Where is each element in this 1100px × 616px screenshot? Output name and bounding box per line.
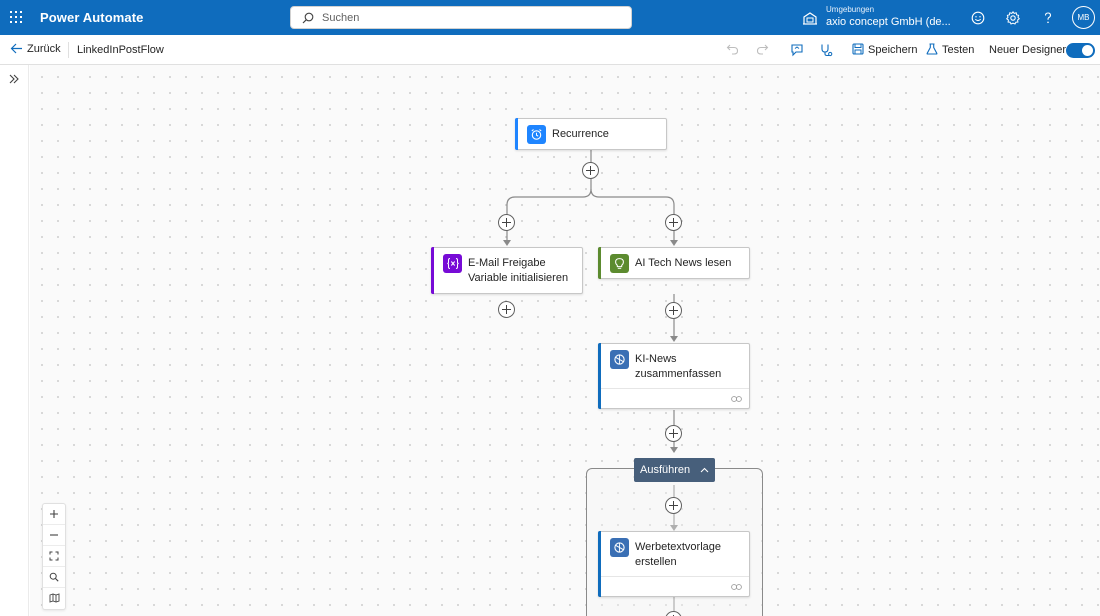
flask-icon (926, 43, 938, 55)
app-title[interactable]: Power Automate (40, 10, 144, 25)
back-label: Zurück (27, 43, 61, 55)
new-designer-toggle[interactable] (1066, 43, 1095, 58)
map-icon (49, 593, 60, 603)
add-action-button[interactable] (665, 497, 682, 514)
flow-name[interactable]: LinkedInPostFlow (77, 44, 164, 56)
zoom-controls (42, 503, 66, 610)
card-accent (598, 343, 601, 409)
scope-header[interactable]: Ausführen (634, 458, 715, 482)
add-action-button[interactable] (665, 302, 682, 319)
card-title-line-2: erstellen (635, 556, 677, 568)
action-card-werbetext[interactable]: Werbetextvorlage erstellen (598, 531, 750, 597)
card-footer (601, 388, 749, 409)
environment-picker[interactable]: Umgebungen axio concept GmbH (de... (800, 3, 951, 31)
card-title-line-2: Variable initialisieren (468, 272, 569, 284)
action-card-ki-news[interactable]: KI-News zusammenfassen (598, 343, 750, 409)
lightbulb-icon (610, 254, 629, 273)
chevron-double-right-icon[interactable] (8, 73, 20, 85)
new-designer-label: Neuer Designer (989, 44, 1067, 56)
arrow-left-icon (10, 43, 22, 54)
environment-name: axio concept GmbH (de... (826, 16, 951, 28)
card-title-line-1: Werbetextvorlage (635, 541, 722, 553)
test-button[interactable]: Testen (926, 43, 974, 56)
plus-icon (50, 510, 58, 518)
help-icon[interactable] (1040, 10, 1056, 26)
card-accent (598, 247, 601, 279)
save-icon (852, 43, 864, 55)
alarm-clock-icon (527, 125, 546, 144)
add-action-button[interactable] (498, 301, 515, 318)
feedback-smiley-icon[interactable] (970, 10, 986, 26)
gear-icon[interactable] (1005, 10, 1021, 26)
environment-icon (803, 12, 817, 25)
flow-connectors (503, 150, 678, 616)
minus-icon (50, 534, 58, 536)
add-action-button[interactable] (498, 214, 515, 231)
search-box[interactable] (290, 6, 632, 29)
card-footer (601, 576, 749, 597)
card-title-line-2: zusammenfassen (635, 368, 722, 380)
card-accent (598, 531, 601, 597)
environment-label: Umgebungen (826, 5, 875, 14)
action-card-recurrence[interactable]: Recurrence (515, 118, 667, 150)
add-action-button[interactable] (665, 425, 682, 442)
flow-checker-icon[interactable] (819, 43, 833, 57)
card-title: AI Tech News lesen (635, 257, 732, 269)
zoom-in-button[interactable] (43, 504, 65, 525)
search-input[interactable] (322, 10, 622, 26)
card-accent (515, 118, 518, 150)
designer-canvas[interactable]: Recurrence E-Mail Freigabe Variable init… (30, 65, 1100, 616)
card-title: Recurrence (552, 128, 609, 140)
link-icon[interactable] (731, 395, 742, 403)
copilot-chat-icon[interactable] (790, 43, 804, 57)
scope-title: Ausführen (640, 464, 691, 476)
add-action-button[interactable] (665, 214, 682, 231)
add-action-button[interactable] (582, 162, 599, 179)
command-bar: Zurück LinkedInPostFlow Speichern Testen… (0, 35, 1100, 65)
action-card-ai-tech-news[interactable]: AI Tech News lesen (598, 247, 750, 279)
fit-to-screen-icon (49, 551, 59, 561)
card-title-line-1: KI-News (635, 353, 677, 365)
save-label: Speichern (868, 44, 918, 56)
action-card-email-variable[interactable]: E-Mail Freigabe Variable initialisieren (431, 247, 583, 294)
redo-icon[interactable] (756, 43, 769, 56)
avatar[interactable]: MB (1072, 6, 1095, 29)
search-canvas-button[interactable] (43, 567, 65, 588)
back-button[interactable]: Zurück (10, 43, 61, 55)
chevron-up-icon[interactable] (700, 467, 709, 473)
app-header: Power Automate Umgebungen axio concept G… (0, 0, 1100, 35)
openai-icon (610, 350, 629, 369)
card-accent (431, 247, 434, 294)
save-button[interactable]: Speichern (852, 43, 918, 56)
openai-icon (610, 538, 629, 557)
card-title-line-1: E-Mail Freigabe (468, 257, 546, 269)
search-icon (49, 572, 59, 582)
divider (68, 42, 69, 58)
undo-icon[interactable] (726, 43, 739, 56)
variable-icon (443, 254, 462, 273)
fit-view-button[interactable] (43, 546, 65, 567)
app-launcher-icon[interactable] (10, 11, 22, 23)
minimap-button[interactable] (43, 588, 65, 609)
zoom-out-button[interactable] (43, 525, 65, 546)
search-icon (302, 12, 314, 24)
left-rail (0, 65, 29, 616)
test-label: Testen (942, 44, 975, 56)
link-icon[interactable] (731, 583, 742, 591)
